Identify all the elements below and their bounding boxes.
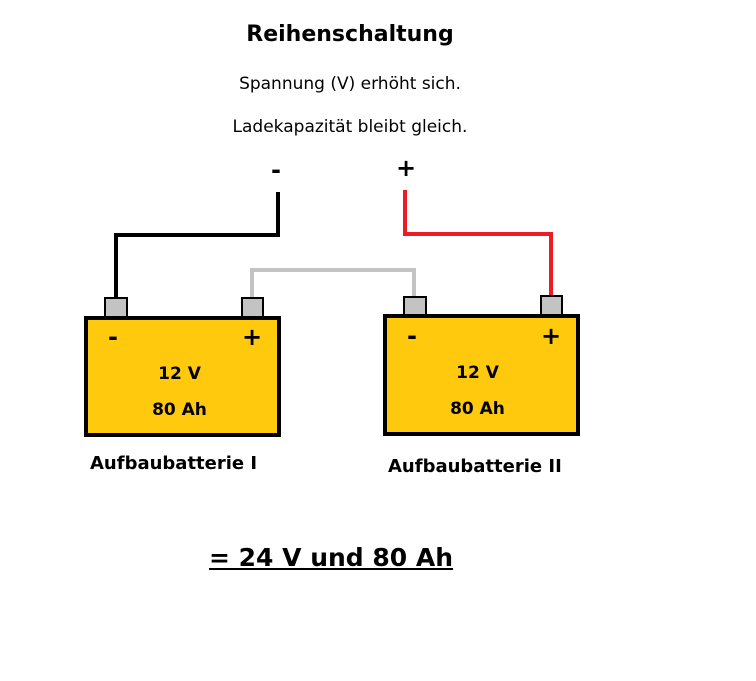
battery-2-voltage: 12 V <box>456 363 499 383</box>
output-plus-label: + <box>396 154 417 182</box>
battery-1-minus-label: - <box>108 323 118 351</box>
battery-2-minus-label: - <box>407 322 417 350</box>
battery-2-body <box>383 314 580 436</box>
diagram-title: Reihenschaltung <box>246 22 454 47</box>
positive-wire <box>403 190 553 298</box>
battery-2-plus-label: + <box>541 322 562 350</box>
link-wire <box>250 268 416 298</box>
battery-1-capacity: 80 Ah <box>152 400 207 420</box>
subtitle-capacity: Ladekapazität bleibt gleich. <box>232 117 468 137</box>
battery-2-name: Aufbaubatterie II <box>388 456 562 477</box>
result-summary: = 24 V und 80 Ah <box>209 543 454 572</box>
battery-1-name: Aufbaubatterie I <box>90 453 258 474</box>
negative-wire <box>114 192 280 298</box>
battery-1-minus-terminal <box>104 297 128 319</box>
battery-1-plus-label: + <box>242 323 263 351</box>
battery-2-plus-terminal <box>540 295 563 317</box>
subtitle-voltage: Spannung (V) erhöht sich. <box>239 74 461 94</box>
battery-1-body <box>84 316 281 437</box>
battery-2-minus-terminal <box>403 296 427 317</box>
battery-2-capacity: 80 Ah <box>450 399 505 419</box>
battery-1-voltage: 12 V <box>158 364 201 384</box>
battery-1-plus-terminal <box>241 297 264 319</box>
output-minus-label: - <box>271 156 281 184</box>
